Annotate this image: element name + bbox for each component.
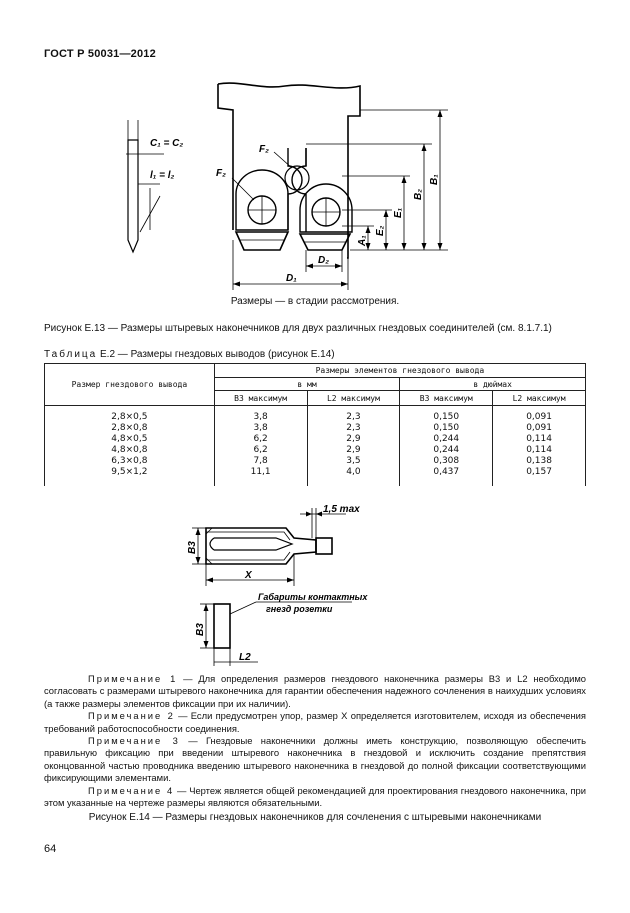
figure-e13-note: Размеры — в стадии рассмотрения. xyxy=(230,296,400,307)
table-cell: 2,3 xyxy=(346,423,361,433)
label-d1: D₁ xyxy=(286,273,297,284)
table-cell: 11,1 xyxy=(250,467,271,477)
label-b3-top: B3 xyxy=(187,541,198,554)
table-cell: 0,437 xyxy=(433,467,460,477)
table-cell: 0,138 xyxy=(526,456,552,466)
figure-e13-caption: Рисунок Е.13 — Размеры штыревых наконечн… xyxy=(44,323,552,334)
note-3: Примечание 3 — Гнездовые наконечники дол… xyxy=(44,735,586,785)
label-c1-c2: C₁ = C₂ xyxy=(150,138,183,149)
table-cell: 0,150 xyxy=(433,412,460,422)
note-text: — Гнездовые наконечники должны иметь кон… xyxy=(44,735,586,784)
header-size: Размер гнездового вывода xyxy=(44,363,215,406)
column-b3-inch: 0,150 0,150 0,244 0,244 0,308 0,437 xyxy=(399,405,494,486)
label-d2: D₂ xyxy=(318,255,329,266)
table-cell: 0,157 xyxy=(526,467,552,477)
table-cell: 7,8 xyxy=(253,456,268,466)
label-contacts-line1: Габариты контактных xyxy=(258,592,368,602)
table-cell: 3,8 xyxy=(253,423,268,433)
column-l2-inch: 0,091 0,091 0,114 0,114 0,138 0,157 xyxy=(492,405,586,486)
label-l2: L2 xyxy=(239,652,251,663)
note-4: Примечание 4 — Чертеж является общей рек… xyxy=(44,785,586,810)
table-cell: 0,114 xyxy=(526,445,552,455)
table-cell: 2,8×0,8 xyxy=(111,423,148,433)
table-cell: 6,3×0,8 xyxy=(111,456,148,466)
note-label: Примечание 2 xyxy=(88,710,175,722)
label-f2-lower: F₂ xyxy=(216,168,226,179)
label-b3-side: B3 xyxy=(195,623,206,636)
table-cell: 9,5×1,2 xyxy=(111,467,148,477)
figure-e14-caption: Рисунок Е.14 — Размеры гнездовых наконеч… xyxy=(88,812,542,823)
note-text: — Если предусмотрен упор, размер X опред… xyxy=(44,710,586,734)
note-text: — Для определения размеров гнездового на… xyxy=(44,673,586,709)
note-label: Примечание 4 xyxy=(88,784,175,796)
label-b2: B₂ xyxy=(413,189,424,200)
table-cell: 4,0 xyxy=(346,467,361,477)
note-label: Примечание 3 xyxy=(88,735,180,747)
note-2: Примечание 2 — Если предусмотрен упор, р… xyxy=(44,710,586,735)
header-b3-inch: В3 максимум xyxy=(399,390,494,406)
table-cell: 6,2 xyxy=(253,434,268,444)
table-cell: 4,8×0,8 xyxy=(111,445,148,455)
table-cell: 0,150 xyxy=(433,423,460,433)
table-cell: 2,8×0,5 xyxy=(111,412,148,422)
notes-block: Примечание 1 — Для определения размеров … xyxy=(44,673,586,809)
table-e2: Размер гнездового вывода Размеры элемент… xyxy=(44,363,587,486)
column-size: 2,8×0,5 2,8×0,8 4,8×0,5 4,8×0,8 6,3×0,8 … xyxy=(44,405,215,486)
label-e2: E₂ xyxy=(375,225,386,236)
table-cell: 2,9 xyxy=(346,445,361,455)
table-cell: 2,3 xyxy=(346,412,361,422)
table-title: Таблица Е.2 — Размеры гнездовых выводов … xyxy=(44,349,335,360)
header-mm: в мм xyxy=(213,377,401,391)
column-b3-mm: 3,8 3,8 6,2 6,2 7,8 11,1 xyxy=(213,405,308,486)
note-text: — Чертеж является общей рекомендацией дл… xyxy=(44,784,586,809)
table-title-text: Е.2 — Размеры гнездовых выводов (рисунок… xyxy=(97,349,335,360)
label-a1: A₁ xyxy=(357,235,368,247)
table-cell: 3,5 xyxy=(346,456,361,466)
table-cell: 0,308 xyxy=(433,456,460,466)
note-label: Примечание 1 xyxy=(88,673,178,684)
header-b3-mm: В3 максимум xyxy=(213,390,308,406)
label-x: X xyxy=(244,570,253,581)
table-cell: 6,2 xyxy=(253,445,268,455)
header-elements: Размеры элементов гнездового вывода xyxy=(213,363,587,378)
table-cell: 0,114 xyxy=(526,434,552,444)
page-number: 64 xyxy=(44,843,57,855)
label-b1: B₁ xyxy=(429,174,440,185)
label-f2-upper: F₂ xyxy=(259,144,269,155)
document-header: ГОСТ Р 50031—2012 xyxy=(44,48,156,60)
label-contacts-line2: гнезд розетки xyxy=(266,604,333,614)
table-cell: 0,244 xyxy=(433,434,460,444)
table-cell: 0,091 xyxy=(526,412,552,422)
label-l1-l2: l₁ = l₂ xyxy=(150,170,174,181)
figure-e13-drawing: C₁ = C₂ l₁ = l₂ F₂ F₂ B₁ B₂ E₁ E₂ A₁ D₁ … xyxy=(126,82,448,290)
label-e1: E₁ xyxy=(393,207,404,218)
table-cell: 0,244 xyxy=(433,445,460,455)
header-l2-mm: L2 максимум xyxy=(306,390,401,406)
header-l2-inch: L2 максимум xyxy=(492,390,586,406)
column-l2-mm: 2,3 2,3 2,9 2,9 3,5 4,0 xyxy=(306,405,401,486)
label-max: 1,5 max xyxy=(323,504,360,515)
header-inch: в дюймах xyxy=(399,377,586,391)
table-cell: 4,8×0,5 xyxy=(111,434,148,444)
table-cell: 3,8 xyxy=(253,412,268,422)
table-title-prefix: Таблица xyxy=(44,349,98,360)
note-1: Примечание 1 — Для определения размеров … xyxy=(44,673,586,710)
table-cell: 2,9 xyxy=(346,434,361,444)
table-cell: 0,091 xyxy=(526,423,552,433)
figure-e14-drawing: 1,5 max B3 X B3 L2 Габариты контактных г… xyxy=(187,504,368,666)
